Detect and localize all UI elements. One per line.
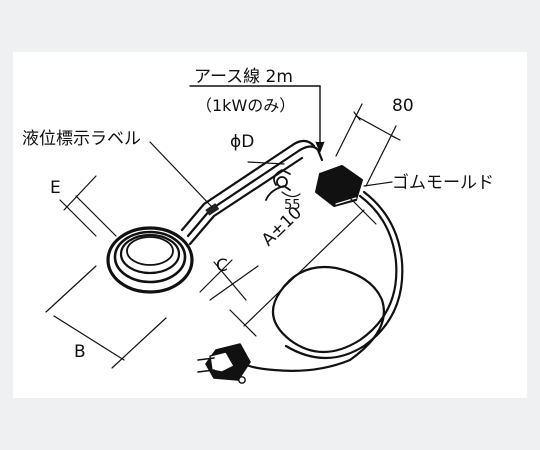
power-plug (197, 343, 251, 384)
dim-80: 80 (392, 96, 414, 116)
ground-wire-note: （1kWのみ） (196, 96, 296, 115)
dim-55: 55 (284, 198, 301, 213)
heater-rod (180, 139, 324, 246)
phi-d-leader (247, 161, 285, 165)
rubber-mold-leader (363, 181, 393, 187)
dim-phi-d: ϕD (230, 132, 255, 152)
dim-e: E (50, 178, 61, 198)
rubber-mold (315, 163, 363, 207)
ground-wire-leader (189, 85, 325, 153)
dim-b: B (74, 342, 86, 362)
liquid-level-label-text: 液位標示ラベル (22, 129, 141, 149)
ground-wire-label: アース線 2m (194, 67, 293, 87)
dim-80-lines (335, 103, 401, 187)
power-cord (236, 190, 404, 372)
rubber-mold-label: ゴムモールド (392, 173, 494, 193)
dim-c-lines (199, 259, 259, 301)
liquid-level-leader (149, 141, 213, 208)
dim-e-lines (59, 175, 117, 237)
dim-b-lines (45, 265, 167, 369)
liquid-level-band (205, 203, 220, 216)
heater-coil (106, 226, 194, 294)
clamp (265, 169, 291, 201)
diagram-panel (13, 52, 527, 398)
angle-55 (281, 191, 301, 198)
dim-c: C (216, 256, 228, 276)
dim-a-lines (229, 197, 377, 337)
